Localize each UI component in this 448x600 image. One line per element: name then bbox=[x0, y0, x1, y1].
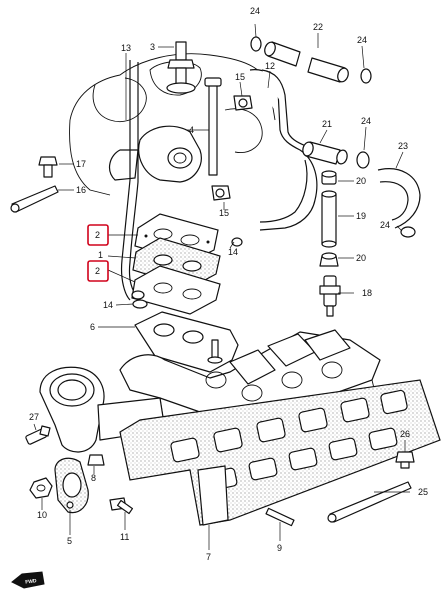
gasket-2-lower bbox=[131, 265, 221, 315]
connector-18 bbox=[319, 275, 341, 317]
callout-14: 14 bbox=[103, 300, 113, 310]
clamp-15a bbox=[233, 95, 253, 111]
callout-24: 24 bbox=[250, 6, 260, 16]
callout-22: 22 bbox=[313, 22, 323, 32]
highlight-box-2-lower bbox=[87, 260, 109, 282]
callout-23: 23 bbox=[398, 141, 408, 151]
clip-16 bbox=[10, 185, 59, 213]
front-direction-marker: FWD bbox=[11, 571, 45, 589]
callout-20: 20 bbox=[356, 176, 366, 186]
clamp-24-mid bbox=[356, 151, 370, 169]
plug-26 bbox=[395, 451, 415, 469]
bolt-11 bbox=[109, 497, 134, 515]
clamp-24-lower bbox=[231, 237, 243, 247]
callout-26: 26 bbox=[400, 429, 410, 439]
fitting-20-lower bbox=[319, 252, 339, 267]
clamp-24-top-left bbox=[250, 36, 262, 52]
callout-6: 6 bbox=[90, 322, 95, 332]
callout-5: 5 bbox=[67, 536, 72, 546]
hose-23 bbox=[377, 168, 421, 229]
nut-10 bbox=[29, 477, 53, 499]
clamp-15b bbox=[211, 185, 231, 201]
gasket-7 bbox=[119, 379, 441, 526]
water-outlet bbox=[39, 366, 166, 453]
callout-19: 19 bbox=[356, 211, 366, 221]
callout-13: 13 bbox=[121, 43, 131, 53]
leader-lines bbox=[33, 23, 410, 550]
callout-24: 24 bbox=[361, 116, 371, 126]
callout-10: 10 bbox=[37, 510, 47, 520]
callout-21: 21 bbox=[322, 119, 332, 129]
tube-4 bbox=[204, 77, 222, 176]
highlight-box-2-upper bbox=[87, 224, 109, 246]
front-direction-label: FWD bbox=[25, 578, 37, 586]
clamp-24-right bbox=[400, 226, 416, 238]
callout-8: 8 bbox=[91, 473, 96, 483]
callout-2: 2 bbox=[95, 230, 100, 240]
callout-24: 24 bbox=[357, 35, 367, 45]
fitting-20-upper bbox=[321, 170, 337, 185]
callout-12: 12 bbox=[265, 61, 275, 71]
callout-25: 25 bbox=[418, 487, 428, 497]
callout-labels: 24 22 24 13 3 15 12 4 21 24 23 17 20 16 … bbox=[29, 6, 428, 562]
clamp-24-top-right bbox=[360, 68, 372, 84]
callout-3: 3 bbox=[150, 42, 155, 52]
sensor-27 bbox=[25, 425, 51, 445]
callout-1: 1 bbox=[98, 250, 103, 260]
stud-9 bbox=[265, 507, 295, 527]
callout-27: 27 bbox=[29, 412, 39, 422]
callout-24: 24 bbox=[380, 220, 390, 230]
strap-25 bbox=[327, 481, 412, 523]
hose-22 bbox=[264, 41, 349, 83]
callout-15: 15 bbox=[219, 208, 229, 218]
callout-2: 2 bbox=[95, 266, 100, 276]
callout-7: 7 bbox=[206, 552, 211, 562]
throttle-body-assembly bbox=[108, 125, 202, 183]
gasket-5 bbox=[54, 457, 89, 514]
callout-4: 4 bbox=[189, 125, 194, 135]
clamp-14-lower bbox=[132, 299, 148, 309]
callout-14: 14 bbox=[228, 247, 238, 257]
pipe-19 bbox=[321, 190, 337, 248]
pipe-21 bbox=[302, 141, 348, 165]
clamp-14-upper bbox=[131, 290, 145, 300]
callout-17: 17 bbox=[76, 159, 86, 169]
callout-9: 9 bbox=[277, 543, 282, 553]
callout-18: 18 bbox=[362, 288, 372, 298]
callout-11: 11 bbox=[120, 532, 129, 542]
callout-16: 16 bbox=[76, 185, 86, 195]
hose-12 bbox=[249, 69, 318, 231]
callout-20: 20 bbox=[356, 253, 366, 263]
bolt-17 bbox=[38, 156, 58, 178]
plug-8 bbox=[87, 454, 105, 466]
bolt-3 bbox=[166, 41, 196, 94]
arrow-left-icon bbox=[11, 571, 45, 589]
callout-15: 15 bbox=[235, 72, 245, 82]
